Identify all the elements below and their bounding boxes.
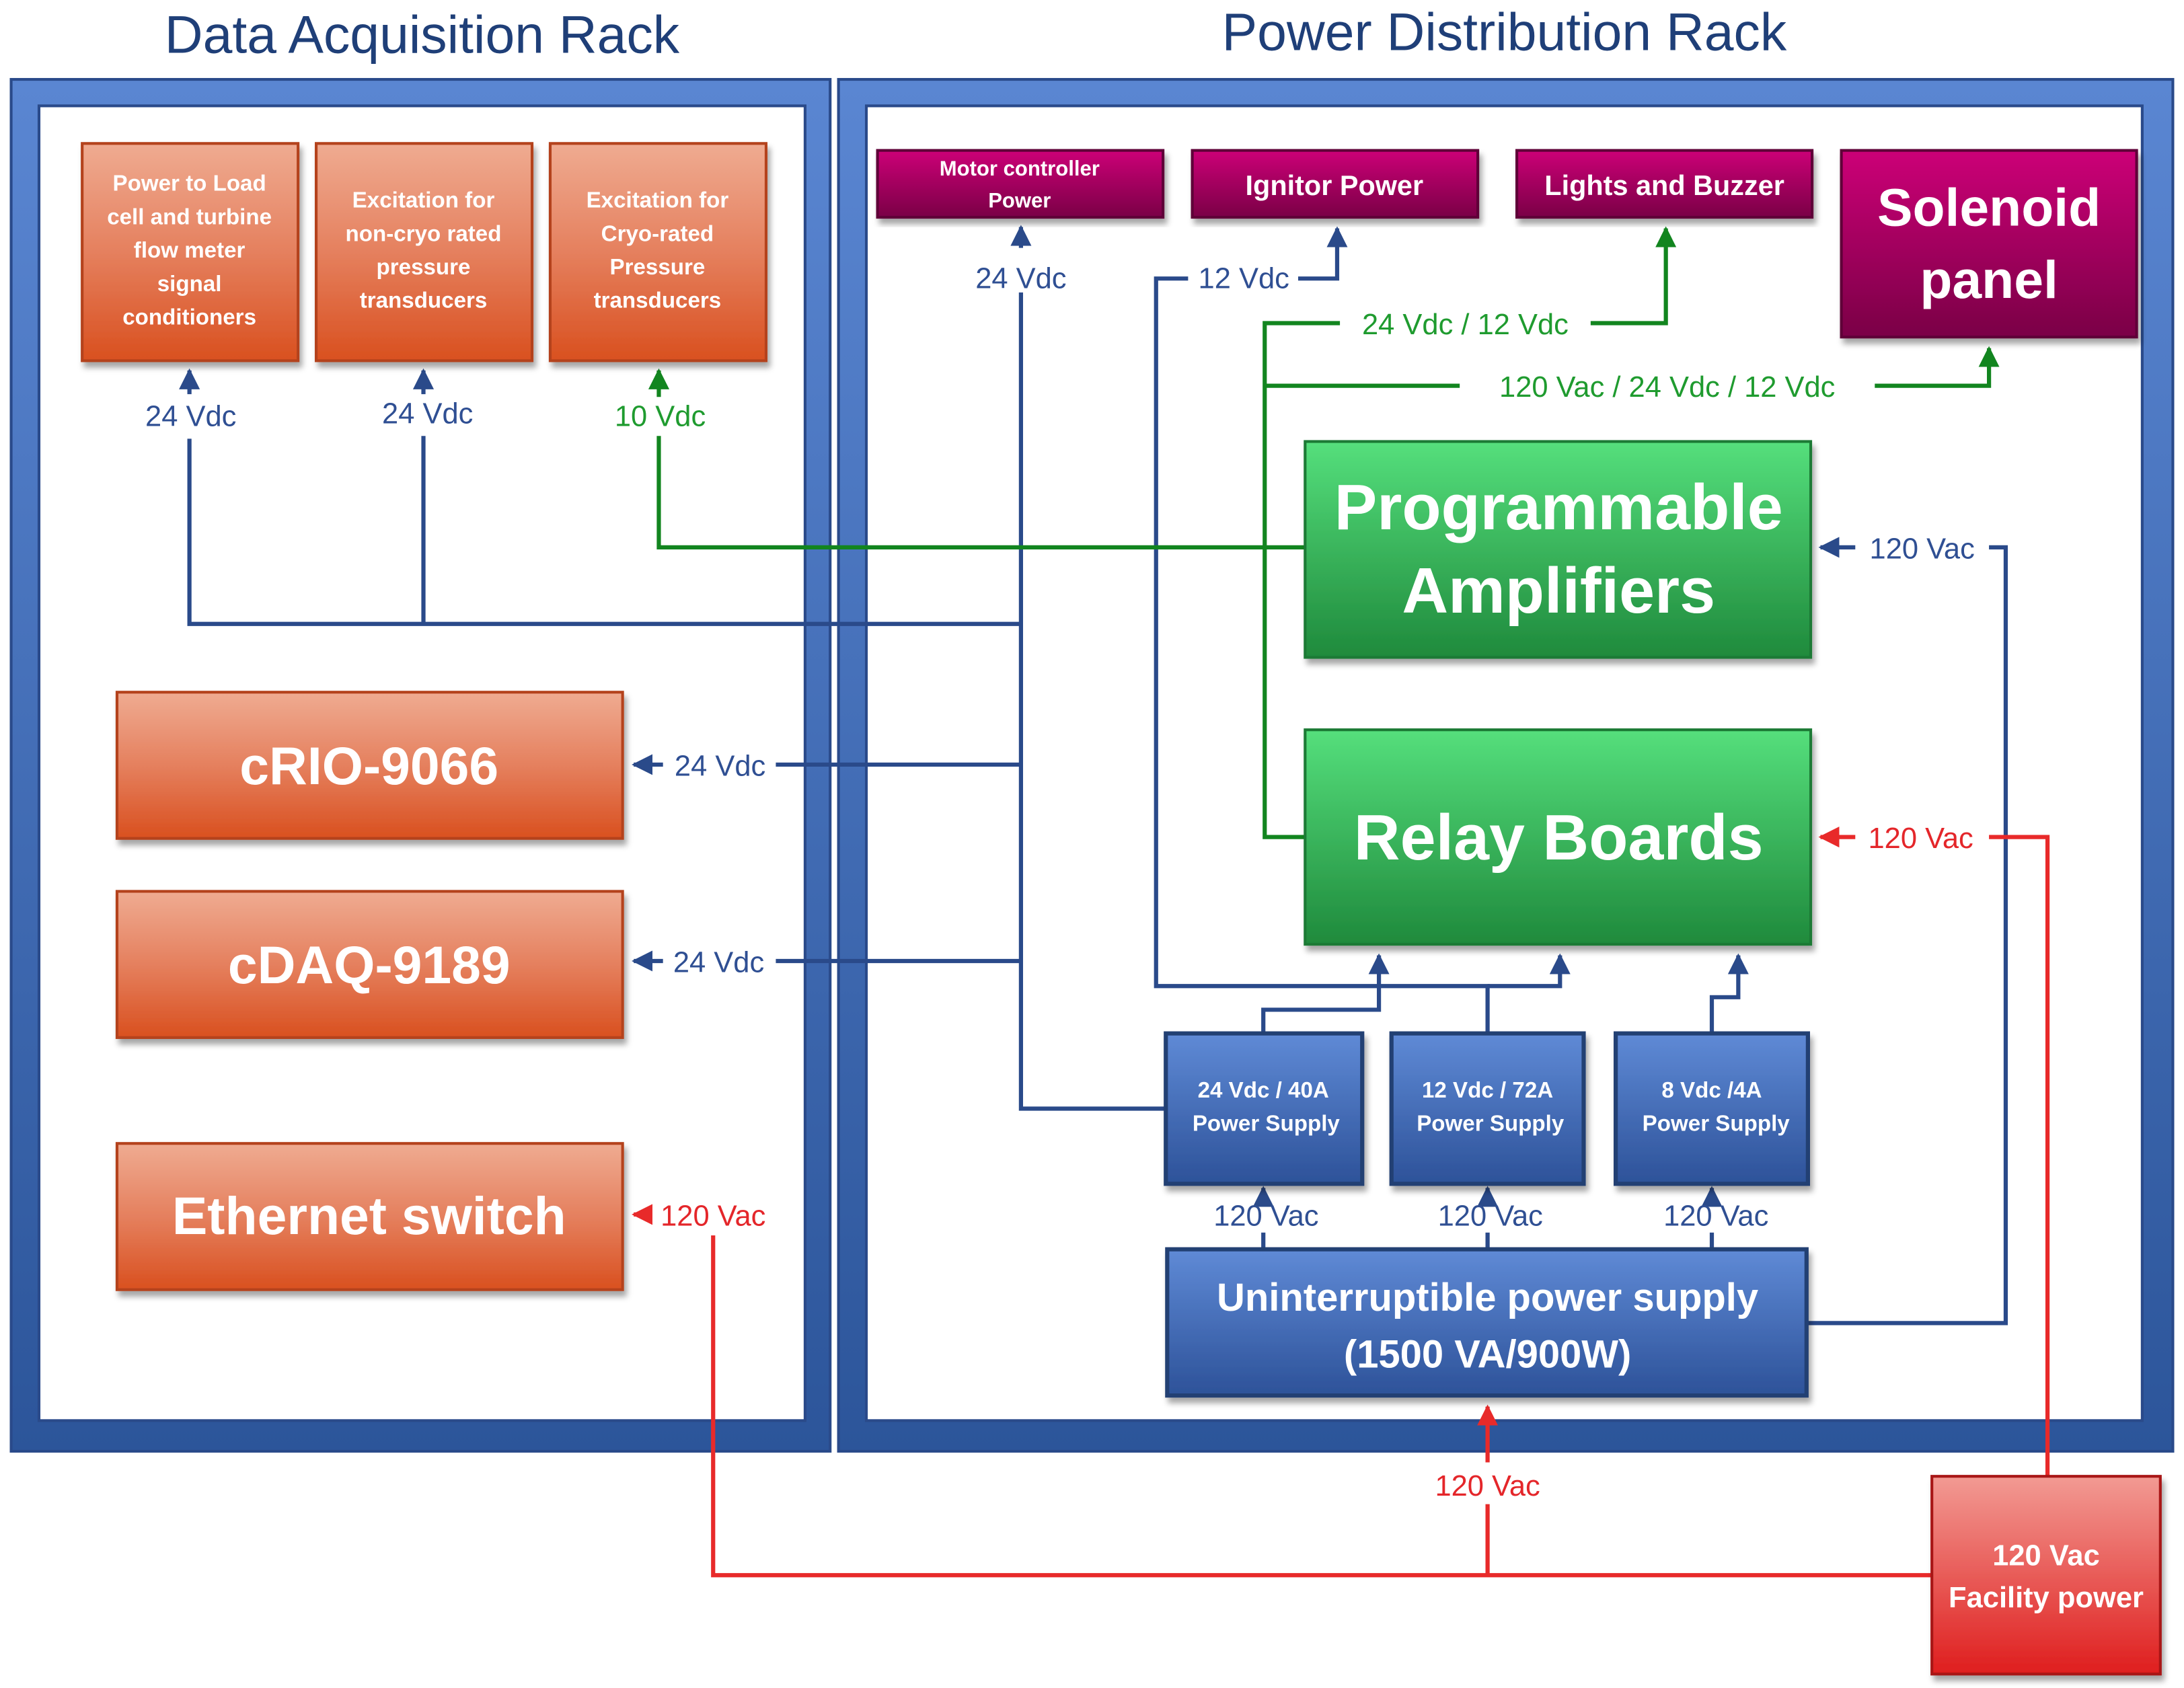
dc-bus-24v (179, 225, 1166, 1111)
motor-input-label: 24 Vdc (975, 263, 1066, 295)
ups-to-amp-wire (1806, 537, 2008, 1326)
solenoid-panel-box: Solenoid panel (1840, 149, 2138, 339)
ups-input-label: 120 Vac (1435, 1470, 1540, 1502)
dc-bus-12v (1154, 226, 1571, 1034)
load-cell-input-label: 24 Vdc (145, 401, 236, 433)
cryo-excitation-box: Excitation for Cryo-rated Pressure trans… (548, 142, 768, 362)
noncryo-input-label: 24 Vdc (382, 398, 473, 430)
ethernet-input-label: 120 Vac (661, 1200, 765, 1232)
crio-box: cRIO-9066 (115, 691, 624, 840)
svg-text:cell and turbine: cell and turbine (107, 204, 272, 229)
svg-text:Power: Power (988, 189, 1051, 213)
svg-text:Programmable: Programmable (1334, 472, 1783, 543)
ups-box: Uninterruptible power supply (1500 VA/90… (1165, 1247, 1809, 1398)
svg-text:Ethernet switch: Ethernet switch (172, 1186, 566, 1245)
cdaq-box: cDAQ-9189 (115, 890, 624, 1039)
cdaq-input-label: 24 Vdc (673, 947, 764, 979)
svg-text:Cryo-rated: Cryo-rated (601, 221, 714, 246)
svg-text:Lights and Buzzer: Lights and Buzzer (1544, 170, 1784, 201)
svg-text:Amplifiers: Amplifiers (1402, 555, 1715, 627)
svg-text:Power Supply: Power Supply (1193, 1112, 1341, 1137)
amplifiers-input-label: 120 Vac (1870, 533, 1975, 565)
svg-text:Solenoid: Solenoid (1877, 178, 2101, 237)
amplifiers-box: Programmable Amplifiers (1304, 440, 1813, 659)
psu-12v-input-label: 120 Vac (1438, 1200, 1543, 1232)
psu-24v-input-label: 120 Vac (1213, 1200, 1318, 1232)
facility-power-box: 120 Vac Facility power (1930, 1475, 2162, 1676)
svg-text:cRIO-9066: cRIO-9066 (239, 736, 498, 796)
ignitor-box: Ignitor Power (1191, 149, 1480, 219)
lights-input-label: 24 Vdc / 12 Vdc (1362, 309, 1569, 341)
svg-text:panel: panel (1920, 250, 2058, 309)
noncryo-excitation-box: Excitation for non-cryo rated pressure t… (314, 142, 534, 362)
ups-to-psu-wires (1252, 1186, 1723, 1250)
svg-text:Excitation for: Excitation for (352, 188, 495, 213)
psu-8v-input-label: 120 Vac (1663, 1200, 1768, 1232)
svg-text:pressure: pressure (377, 255, 471, 280)
psu-12v-box: 12 Vdc / 72A Power Supply (1389, 1031, 1586, 1186)
cryo-input-label: 10 Vdc (615, 401, 706, 433)
ethernet-switch-box: Ethernet switch (115, 1142, 624, 1291)
psu-to-relay-wires (1261, 953, 1749, 1034)
relay-boards-box: Relay Boards (1304, 728, 1813, 946)
svg-text:Pressure: Pressure (610, 255, 706, 280)
svg-text:(1500 VA/900W): (1500 VA/900W) (1344, 1334, 1631, 1377)
motor-controller-box: Motor controller Power (876, 149, 1165, 219)
svg-text:Uninterruptible power supply: Uninterruptible power supply (1217, 1276, 1758, 1319)
load-cell-conditioner-box: Power to Load cell and turbine flow mete… (81, 142, 300, 362)
svg-text:Relay Boards: Relay Boards (1354, 802, 1764, 874)
svg-text:non-cryo rated: non-cryo rated (346, 221, 502, 246)
signal-wires (648, 226, 2000, 839)
solenoid-input-label: 120 Vac / 24 Vdc / 12 Vdc (1499, 371, 1835, 404)
svg-text:24 Vdc / 40A: 24 Vdc / 40A (1198, 1078, 1329, 1103)
svg-text:cDAQ-9189: cDAQ-9189 (228, 935, 511, 995)
svg-text:8 Vdc /4A: 8 Vdc /4A (1661, 1078, 1762, 1103)
ac-wires (632, 827, 2050, 1578)
lights-buzzer-box: Lights and Buzzer (1515, 149, 1814, 219)
crio-input-label: 24 Vdc (675, 751, 765, 783)
svg-text:Power to Load: Power to Load (113, 171, 266, 196)
ignitor-input-label: 12 Vdc (1199, 263, 1289, 295)
svg-text:flow meter: flow meter (134, 238, 246, 263)
daq-rack-title: Data Acquisition Rack (165, 5, 680, 65)
psu-8v-box: 8 Vdc /4A Power Supply (1614, 1031, 1810, 1186)
svg-text:12 Vdc / 72A: 12 Vdc / 72A (1422, 1078, 1553, 1103)
svg-text:transducers: transducers (594, 289, 722, 313)
svg-text:conditioners: conditioners (122, 305, 256, 330)
svg-text:Excitation for: Excitation for (587, 188, 729, 213)
svg-text:Motor controller: Motor controller (940, 157, 1100, 180)
power-rack-title: Power Distribution Rack (1222, 3, 1787, 62)
svg-text:signal: signal (157, 272, 222, 297)
svg-text:transducers: transducers (360, 289, 488, 313)
svg-text:Power Supply: Power Supply (1417, 1112, 1565, 1137)
svg-text:Facility power: Facility power (1949, 1582, 2144, 1614)
relay-input-label: 120 Vac (1868, 822, 1973, 855)
psu-24v-box: 24 Vdc / 40A Power Supply (1164, 1031, 1365, 1186)
svg-text:Ignitor Power: Ignitor Power (1246, 170, 1424, 201)
svg-text:120 Vac: 120 Vac (1992, 1540, 2100, 1572)
svg-text:Power Supply: Power Supply (1643, 1112, 1791, 1137)
